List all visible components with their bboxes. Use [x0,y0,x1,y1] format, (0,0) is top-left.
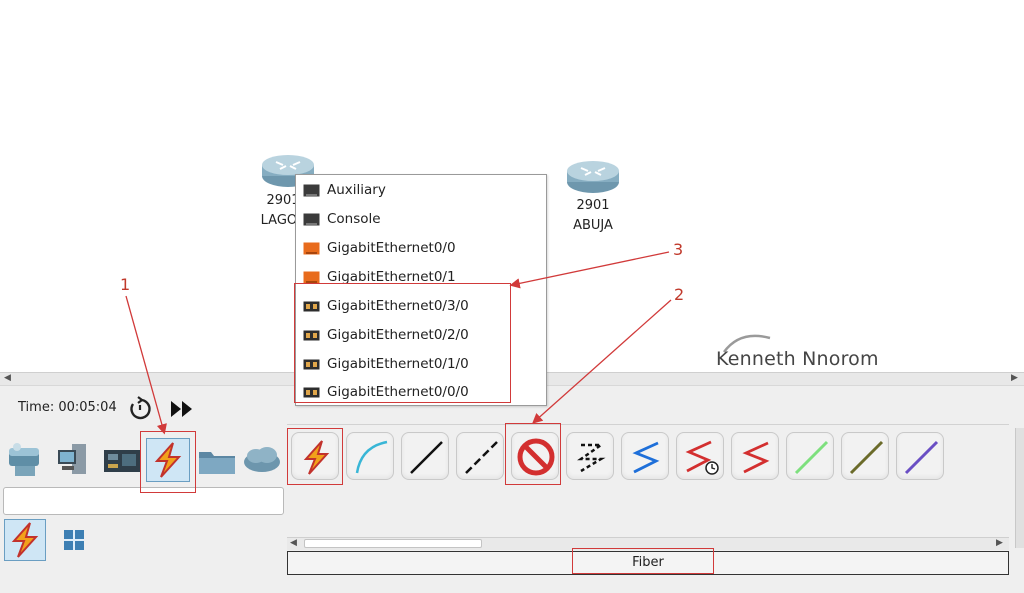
menu-item-gi0-2-0[interactable]: GigabitEthernet0/2/0 [303,324,543,346]
scroll-right-arrow-icon[interactable]: ▶ [1011,373,1018,383]
subcategory-structured-cabling[interactable] [58,524,90,556]
connections-icon [154,442,182,478]
phone-cable-icon [577,443,606,473]
scroll-right-arrow-icon[interactable]: ▶ [996,538,1003,548]
console-port-icon [303,184,320,196]
conn-copper-straight[interactable] [401,432,449,480]
conn-copper-cross[interactable] [456,432,504,480]
menu-item-gi0-1-0[interactable]: GigabitEthernet0/1/0 [303,353,543,375]
grid-icon [64,530,84,550]
menu-item-label: GigabitEthernet0/0 [327,240,456,256]
conn-console[interactable] [346,432,394,480]
router-model-label: 2901 [266,193,300,208]
category-multiuser[interactable] [240,438,284,482]
cross-over-cable-icon [465,441,498,474]
watermark-arc-icon [722,334,771,353]
scroll-left-arrow-icon[interactable]: ◀ [4,373,11,383]
menu-item-gi0-3-0[interactable]: GigabitEthernet0/3/0 [303,295,543,317]
watermark-text: Kenneth Nnorom [716,348,879,370]
palette-scroll-thumb[interactable] [304,539,482,548]
console-port-icon [303,213,320,225]
menu-item-auxiliary[interactable]: Auxiliary [303,179,543,201]
menu-item-label: Console [327,211,381,227]
menu-item-gi0-0-0[interactable]: GigabitEthernet0/0/0 [303,381,543,403]
components-icon [104,450,140,472]
conn-octal[interactable] [786,432,834,480]
power-cycle-icon[interactable] [127,396,153,422]
menu-item-label: GigabitEthernet0/0/0 [327,384,469,400]
menu-item-label: GigabitEthernet0/3/0 [327,298,469,314]
serial-port-icon [303,330,320,340]
menu-item-gi0-0[interactable]: GigabitEthernet0/0 [303,237,543,259]
annotation-box-automatic-connection [287,428,343,485]
category-end-devices[interactable] [52,438,96,482]
coaxial-cable-icon [632,441,660,474]
annotation-number-2: 2 [674,285,685,304]
selected-connection-name: Fiber [287,551,1009,575]
miscellaneous-icon [199,452,235,474]
router-abuja[interactable]: 2901 ABUJA [558,160,628,240]
annotation-number-3: 3 [673,240,684,259]
end-devices-icon [58,444,86,474]
console-cable-icon [355,440,388,474]
annotation-box-fiber [505,423,561,485]
palette-vertical-scrollbar[interactable] [1015,428,1024,548]
annotation-box-fiber-label [572,548,714,574]
device-search-input[interactable] [3,487,284,515]
router-name-label: ABUJA [573,218,613,233]
menu-item-label: GigabitEthernet0/1/0 [327,356,469,372]
subcategory-connections[interactable] [4,519,46,561]
serial-port-icon [303,387,320,397]
conn-fiber[interactable] [511,432,559,480]
straight-through-cable-icon [410,441,443,474]
ethernet-port-icon [303,242,320,254]
serial-dte-cable-icon [742,441,770,474]
menu-item-gi0-1[interactable]: GigabitEthernet0/1 [303,266,543,288]
serial-dce-cable-icon [685,440,719,475]
usb-cable-icon [904,440,939,475]
no-entry-icon [517,438,555,476]
category-connections[interactable] [146,438,190,482]
category-miscellaneous[interactable] [195,438,239,482]
router-model-label: 2901 [576,198,610,213]
annotation-box-connections-category [140,431,196,493]
menu-item-label: Auxiliary [327,182,386,198]
conn-automatic[interactable] [291,432,339,480]
conn-coaxial[interactable] [621,432,669,480]
conn-phone[interactable] [566,432,614,480]
conn-iot-custom[interactable] [841,432,889,480]
fast-forward-icon[interactable] [169,399,195,419]
iot-custom-cable-icon [849,440,884,475]
ethernet-port-icon [303,271,320,283]
conn-usb[interactable] [896,432,944,480]
router-lagos[interactable]: 2901 LAGOS [258,154,328,234]
category-components[interactable] [100,438,144,482]
octal-cable-icon [794,440,829,475]
network-devices-icon [9,443,39,476]
annotation-box-gigabit-ports [294,283,511,403]
conn-serial-dte[interactable] [731,432,779,480]
conn-serial-dce[interactable] [676,432,724,480]
menu-item-label: GigabitEthernet0/1 [327,269,456,285]
scroll-left-arrow-icon[interactable]: ◀ [290,538,297,548]
menu-item-console[interactable]: Console [303,208,543,230]
port-selection-menu: Auxiliary Console GigabitEthernet0/0 Gig… [295,174,547,406]
connections-icon [11,522,39,558]
multiuser-cloud-icon [244,447,280,472]
annotation-number-1: 1 [120,275,131,294]
serial-port-icon [303,301,320,311]
menu-item-label: GigabitEthernet0/2/0 [327,327,469,343]
automatic-connection-icon [303,440,330,475]
simulation-time: Time: 00:05:04 [18,400,117,415]
router-icon [567,161,619,193]
router-name-label: LAGOS [260,213,306,228]
router-icon [262,155,314,187]
serial-port-icon [303,359,320,369]
category-network-devices[interactable] [3,438,47,482]
